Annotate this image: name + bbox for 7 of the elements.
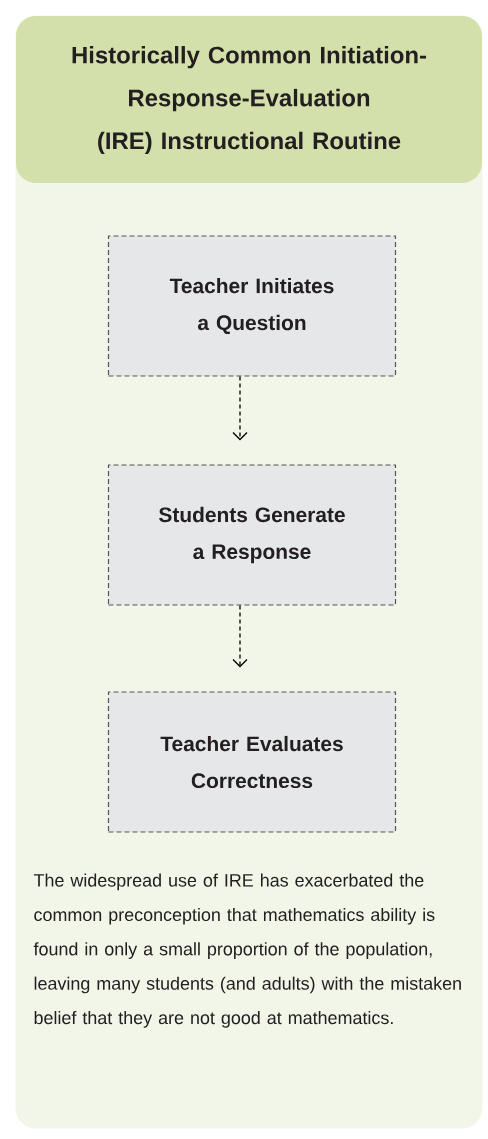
process-box: Students Generate a Response: [107, 464, 397, 606]
process-box: Teacher Initiates a Question: [107, 235, 397, 377]
arrow: [232, 604, 248, 668]
caption: The widespread use of IRE has exacerbated the common preconception that mathematics ability is found in only a small proportion of the population, leaving many students (and adults) with the mistaken belief that they are not good at mathematics.: [33, 873, 461, 1028]
arrow: [232, 375, 248, 441]
title: Historically Common Initiation-Response-Evaluation (IRE) Instructional Routine: [72, 46, 427, 154]
process-box: Teacher Evaluates Correctness: [107, 691, 397, 833]
